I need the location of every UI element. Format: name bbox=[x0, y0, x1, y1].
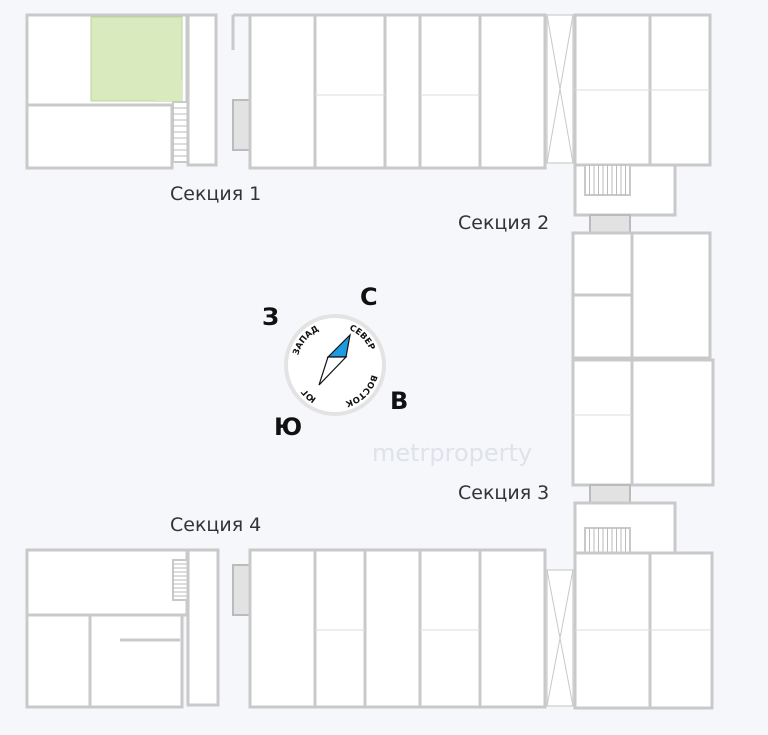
room bbox=[248, 548, 317, 709]
room bbox=[418, 548, 482, 709]
highlighted-apartment bbox=[155, 80, 182, 102]
compass-needle-icon bbox=[318, 333, 351, 386]
corridor bbox=[186, 13, 218, 167]
room bbox=[363, 548, 422, 709]
compass-letter-east: В bbox=[390, 387, 409, 415]
compass-letter-west: З bbox=[262, 303, 280, 331]
shaft-cross bbox=[546, 569, 574, 707]
room bbox=[478, 13, 547, 170]
room bbox=[571, 358, 715, 487]
section-1-label: Секция 1 bbox=[170, 183, 262, 205]
room bbox=[478, 548, 547, 709]
room bbox=[248, 13, 317, 170]
room bbox=[313, 13, 387, 170]
shaft-cross bbox=[546, 14, 574, 164]
room bbox=[25, 548, 189, 617]
room bbox=[383, 13, 422, 170]
section-2-label: Секция 2 bbox=[458, 212, 550, 234]
watermark: metrproperty bbox=[372, 439, 533, 467]
compass-letter-north: С bbox=[360, 283, 378, 311]
compass-letter-south: Ю bbox=[274, 413, 303, 441]
room bbox=[25, 103, 174, 170]
section-4-label: Секция 4 bbox=[170, 514, 262, 536]
room bbox=[25, 613, 184, 709]
corridor bbox=[186, 548, 220, 707]
room bbox=[313, 548, 367, 709]
section-3-label: Секция 3 bbox=[458, 482, 550, 504]
